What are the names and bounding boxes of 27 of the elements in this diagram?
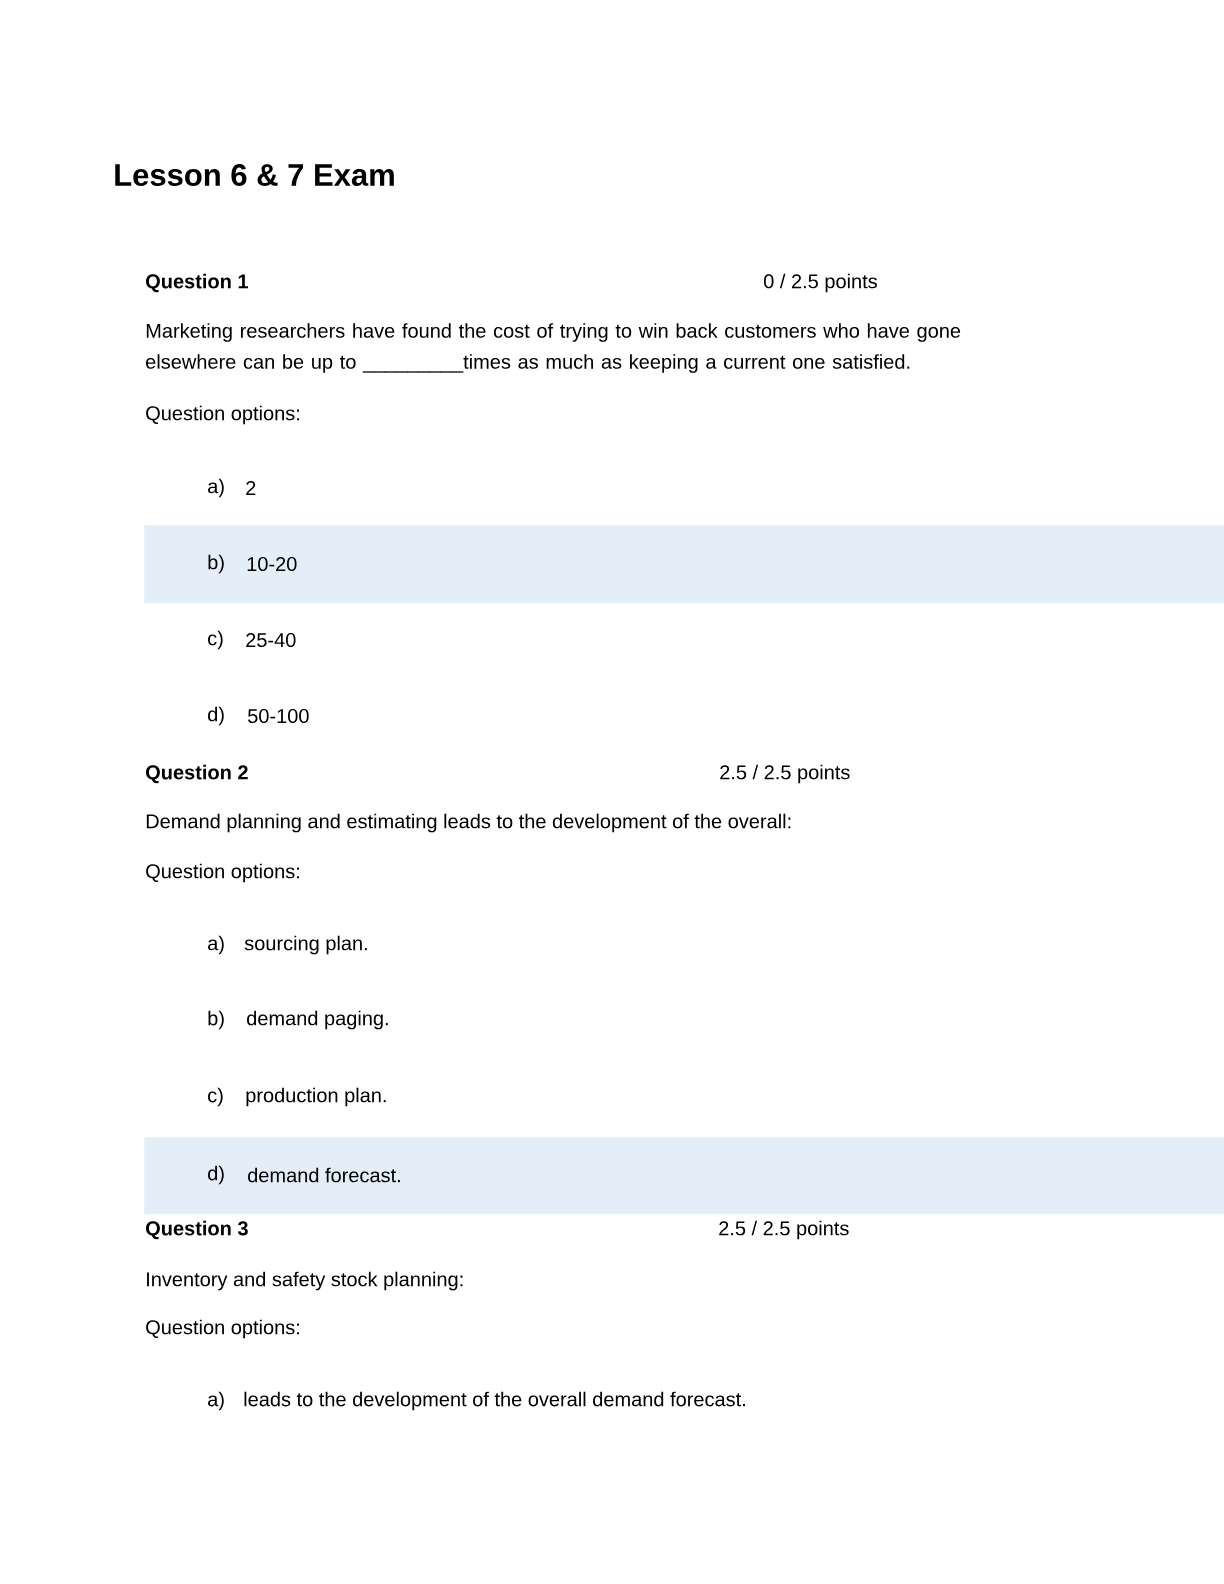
options-heading: Question options: — [146, 405, 299, 425]
option-text: 25-40 — [246, 632, 296, 648]
question-heading: Question 2 — [146, 764, 248, 784]
points-score: 2.5 / 2.5 points — [720, 764, 850, 784]
option-letter: a) — [208, 478, 224, 498]
exam-title: Lesson 6 & 7 Exam — [115, 164, 394, 186]
option-text: 50-100 — [248, 708, 309, 724]
options-heading: Question options: — [146, 1319, 299, 1339]
option-text: 2 — [246, 481, 256, 495]
answer-band: b) 10-20 — [144, 525, 1224, 604]
option-letter: a) — [208, 1391, 224, 1411]
option-text: demand paging. — [247, 1010, 388, 1030]
option-letter: c) — [208, 1087, 223, 1107]
question-text: Marketing researchers have found the cost of trying to win back customers who have gone elsewhere can be up to _________times as much as keeping a current one satisfied. — [146, 323, 961, 373]
option-letter: a) — [208, 935, 224, 955]
option-letter: d) — [208, 706, 224, 726]
answer-band: d) demand forecast. — [144, 1137, 1224, 1215]
points-score: 0 / 2.5 points — [764, 273, 877, 293]
question-text: Inventory and safety stock planning: — [147, 1271, 463, 1291]
question-text: Demand planning and estimating leads to the development of the overall: — [146, 813, 791, 833]
question-heading: Question 1 — [146, 273, 248, 293]
option-letter: b) — [208, 1010, 224, 1030]
options-heading: Question options: — [146, 863, 299, 883]
option-text: production plan. — [246, 1087, 386, 1107]
option-text: leads to the development of the overall demand forecast. — [244, 1391, 745, 1411]
option-letter: c) — [208, 630, 223, 650]
option-text: sourcing plan. — [244, 935, 367, 955]
